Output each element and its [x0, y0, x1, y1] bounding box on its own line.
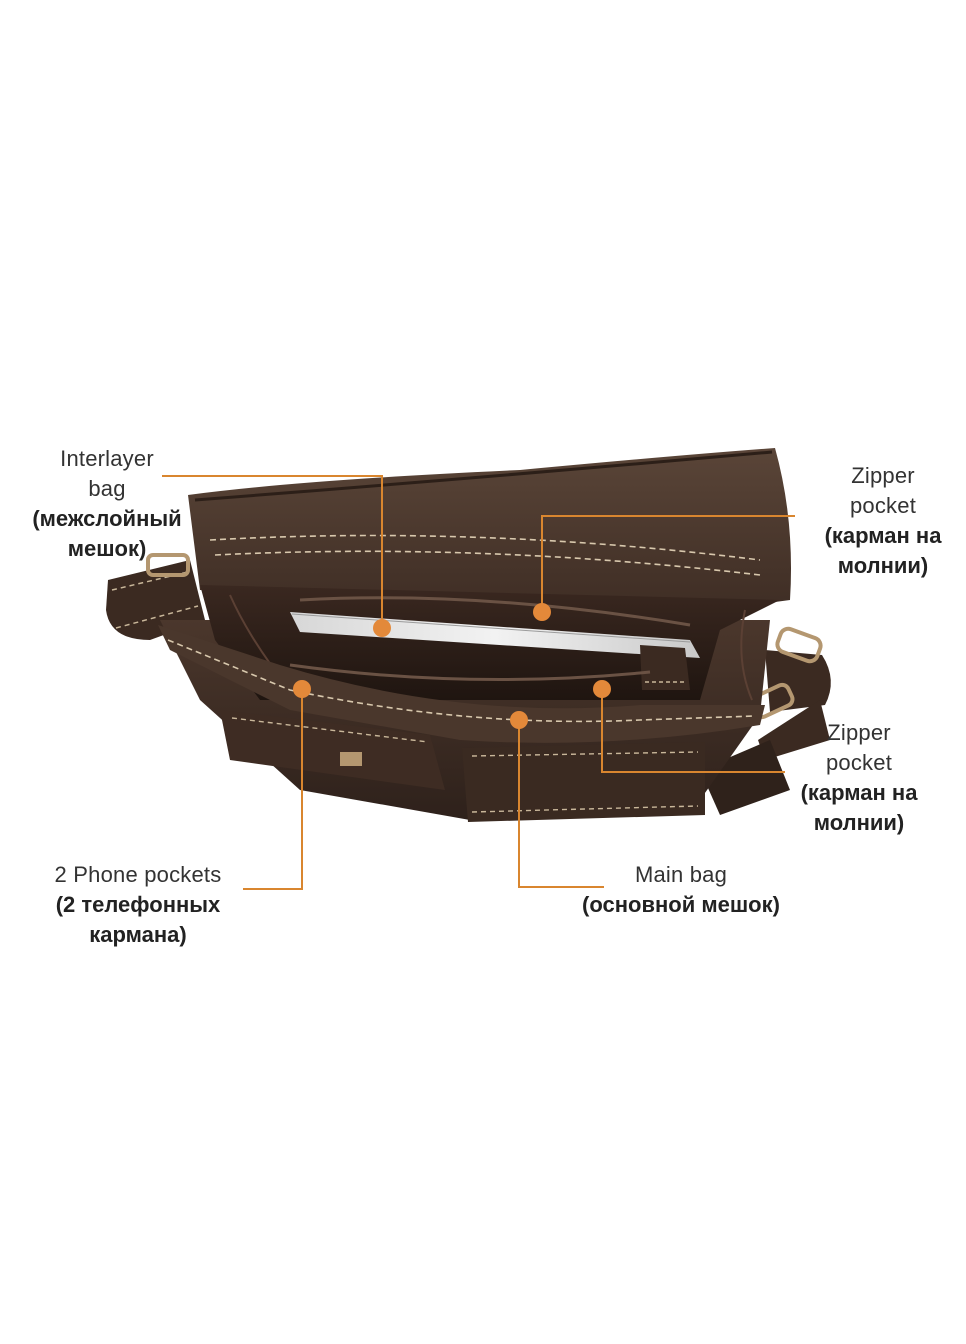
label-interlayer-en-1: Interlayer	[60, 446, 154, 471]
label-main-en-1: Main bag	[634, 862, 728, 887]
label-zipper-bottom-en-2: pocket	[825, 750, 893, 775]
label-main-ru-1: (основной мешок)	[582, 892, 780, 917]
label-main: Main bag (основной мешок)	[570, 860, 792, 920]
buckle-clasp	[340, 752, 362, 766]
label-zipper-top-en-2: pocket	[849, 493, 917, 518]
label-interlayer: Interlayer bag (межслойный мешок)	[12, 444, 202, 564]
label-phone: 2 Phone pockets (2 телефонных кармана)	[38, 860, 238, 950]
zipper-bottom-line	[289, 663, 651, 682]
tablet	[290, 612, 700, 658]
label-phone-ru-2: кармана)	[89, 922, 187, 947]
label-phone-en-1: 2 Phone pockets	[54, 862, 222, 887]
label-zipper-top-ru-1: (карман на	[824, 523, 942, 548]
label-zipper-top-en-1: Zipper	[851, 463, 915, 488]
label-phone-ru-1: (2 телефонных	[55, 892, 221, 917]
label-zipper-top: Zipper pocket (карман на молнии)	[800, 461, 966, 581]
label-zipper-bottom: Zipper pocket (карман на молнии)	[780, 718, 938, 838]
label-zipper-top-ru-2: молнии)	[837, 553, 929, 578]
label-zipper-bottom-ru-1: (карман на	[800, 780, 918, 805]
label-interlayer-ru-1: (межслойный	[32, 506, 182, 531]
label-zipper-bottom-en-1: Zipper	[827, 720, 891, 745]
label-interlayer-ru-2: мешок)	[67, 536, 147, 561]
right-buckle-top	[775, 626, 823, 664]
label-interlayer-en-2: bag	[88, 476, 126, 501]
label-zipper-bottom-ru-2: молнии)	[813, 810, 905, 835]
